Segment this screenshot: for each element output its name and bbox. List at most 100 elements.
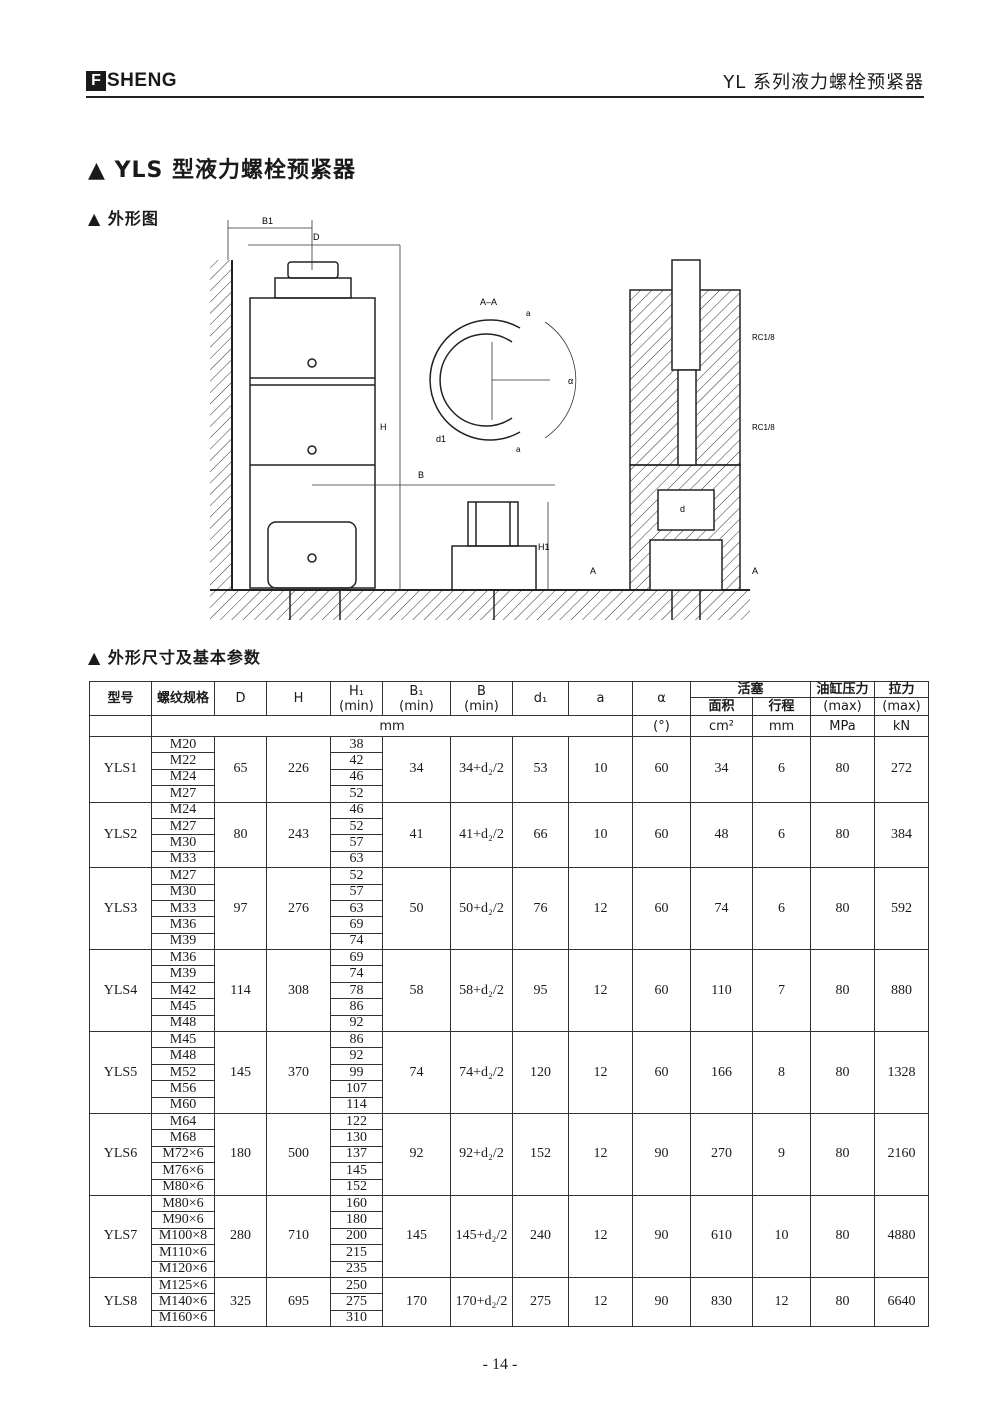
cell-h1: 130 bbox=[330, 1129, 383, 1147]
cell-d1: 240 bbox=[512, 1194, 569, 1278]
dim-b-label: B bbox=[418, 470, 424, 480]
cell-model: YLS6 bbox=[89, 1112, 152, 1196]
col-alpha: α bbox=[632, 681, 691, 716]
cell-h1: 235 bbox=[330, 1260, 383, 1278]
table-row: M42 78 bbox=[90, 981, 929, 1000]
cell-model: YLS5 bbox=[89, 1031, 152, 1114]
cell-stroke: 9 bbox=[751, 1112, 812, 1196]
unit-model-cell bbox=[89, 715, 152, 737]
cell-thread: M76×6 bbox=[151, 1162, 215, 1180]
col-b1-main: B₁ bbox=[409, 683, 424, 699]
cell-B: 58+d₂/2 bbox=[450, 949, 513, 1033]
cell-area: 48 bbox=[690, 801, 753, 869]
cell-thread: M27 bbox=[151, 817, 215, 836]
cell-area: 830 bbox=[690, 1276, 753, 1328]
col-force: 拉力 bbox=[874, 681, 930, 698]
col-pressure: 油缸压力 bbox=[810, 681, 876, 698]
cell-h1: 250 bbox=[330, 1276, 383, 1295]
cell-a: 12 bbox=[568, 1031, 633, 1114]
cell-model: YLS1 bbox=[89, 736, 152, 803]
cell-B: 145+d₂/2 bbox=[450, 1194, 513, 1278]
cell-alpha: 60 bbox=[632, 949, 691, 1033]
dim-d-label: D bbox=[313, 232, 320, 242]
cell-h1: 46 bbox=[330, 768, 383, 787]
cell-B1: 74 bbox=[382, 1031, 451, 1114]
cell-D: 65 bbox=[214, 736, 267, 803]
cell-thread: M48 bbox=[151, 1014, 215, 1033]
cell-pressure: 80 bbox=[810, 1112, 876, 1196]
col-thread: 螺纹规格 bbox=[151, 681, 215, 716]
cell-h1: 310 bbox=[330, 1309, 383, 1328]
cell-d1: 53 bbox=[512, 736, 569, 803]
col-pressure-sub: (max) bbox=[810, 697, 876, 716]
cell-d1: 66 bbox=[512, 801, 569, 869]
cell-B1: 34 bbox=[382, 736, 451, 803]
cell-alpha: 60 bbox=[632, 801, 691, 869]
cell-force: 384 bbox=[874, 801, 930, 869]
cell-h1: 145 bbox=[330, 1162, 383, 1180]
cell-h1: 78 bbox=[330, 981, 383, 1000]
cell-area: 270 bbox=[690, 1112, 753, 1196]
cell-area: 34 bbox=[690, 736, 753, 803]
cell-h1: 92 bbox=[330, 1014, 383, 1033]
cell-H: 370 bbox=[266, 1031, 331, 1114]
cell-force: 4880 bbox=[874, 1194, 930, 1278]
col-b1-sub: (min) bbox=[399, 698, 434, 714]
cell-thread: M52 bbox=[151, 1063, 215, 1082]
col-b-sub: (min) bbox=[464, 698, 499, 714]
cell-h1: 275 bbox=[330, 1293, 383, 1311]
cell-a: 12 bbox=[568, 867, 633, 951]
cell-alpha: 90 bbox=[632, 1276, 691, 1328]
cell-model: YLS3 bbox=[89, 867, 152, 951]
col-h: H bbox=[266, 681, 331, 716]
tensioner-exterior bbox=[249, 261, 376, 620]
cell-area: 74 bbox=[690, 867, 753, 951]
cell-h1: 137 bbox=[330, 1145, 383, 1164]
cell-thread: M20 bbox=[151, 735, 215, 754]
cell-B1: 58 bbox=[382, 949, 451, 1033]
unit-deg: (°) bbox=[632, 715, 691, 737]
cell-thread: M42 bbox=[151, 981, 215, 1000]
col-piston: 活塞 bbox=[689, 681, 812, 698]
cell-force: 592 bbox=[874, 867, 930, 951]
cell-thread: M64 bbox=[151, 1112, 215, 1131]
cell-h1: 63 bbox=[330, 850, 383, 869]
cell-H: 695 bbox=[266, 1276, 331, 1328]
cell-alpha: 60 bbox=[632, 867, 691, 951]
cell-thread: M30 bbox=[151, 834, 215, 852]
dim-d1-label: d1 bbox=[436, 434, 446, 444]
cell-thread: M30 bbox=[151, 883, 215, 901]
cell-h1: 114 bbox=[330, 1096, 383, 1114]
cell-stroke: 6 bbox=[751, 736, 812, 803]
unit-mm-stroke: mm bbox=[751, 715, 812, 737]
cell-pressure: 80 bbox=[810, 1194, 876, 1278]
cell-thread: M24 bbox=[151, 768, 215, 787]
cell-B: 74+d₂/2 bbox=[450, 1031, 513, 1114]
cell-B: 50+d₂/2 bbox=[450, 867, 513, 951]
dim-b1-label: B1 bbox=[262, 216, 273, 226]
col-d: D bbox=[214, 681, 267, 716]
cell-stroke: 8 bbox=[751, 1031, 812, 1114]
cell-d1: 120 bbox=[512, 1031, 569, 1114]
cell-h1: 74 bbox=[330, 932, 383, 951]
cell-thread: M45 bbox=[151, 1031, 215, 1049]
cell-h1: 52 bbox=[330, 867, 383, 885]
cell-stroke: 6 bbox=[751, 801, 812, 869]
cell-thread: M80×6 bbox=[151, 1194, 215, 1213]
cell-h1: 92 bbox=[330, 1047, 383, 1065]
cell-H: 243 bbox=[266, 801, 331, 869]
section-mark-left: A bbox=[590, 566, 596, 576]
cell-stroke: 7 bbox=[751, 949, 812, 1033]
cell-area: 110 bbox=[690, 949, 753, 1033]
